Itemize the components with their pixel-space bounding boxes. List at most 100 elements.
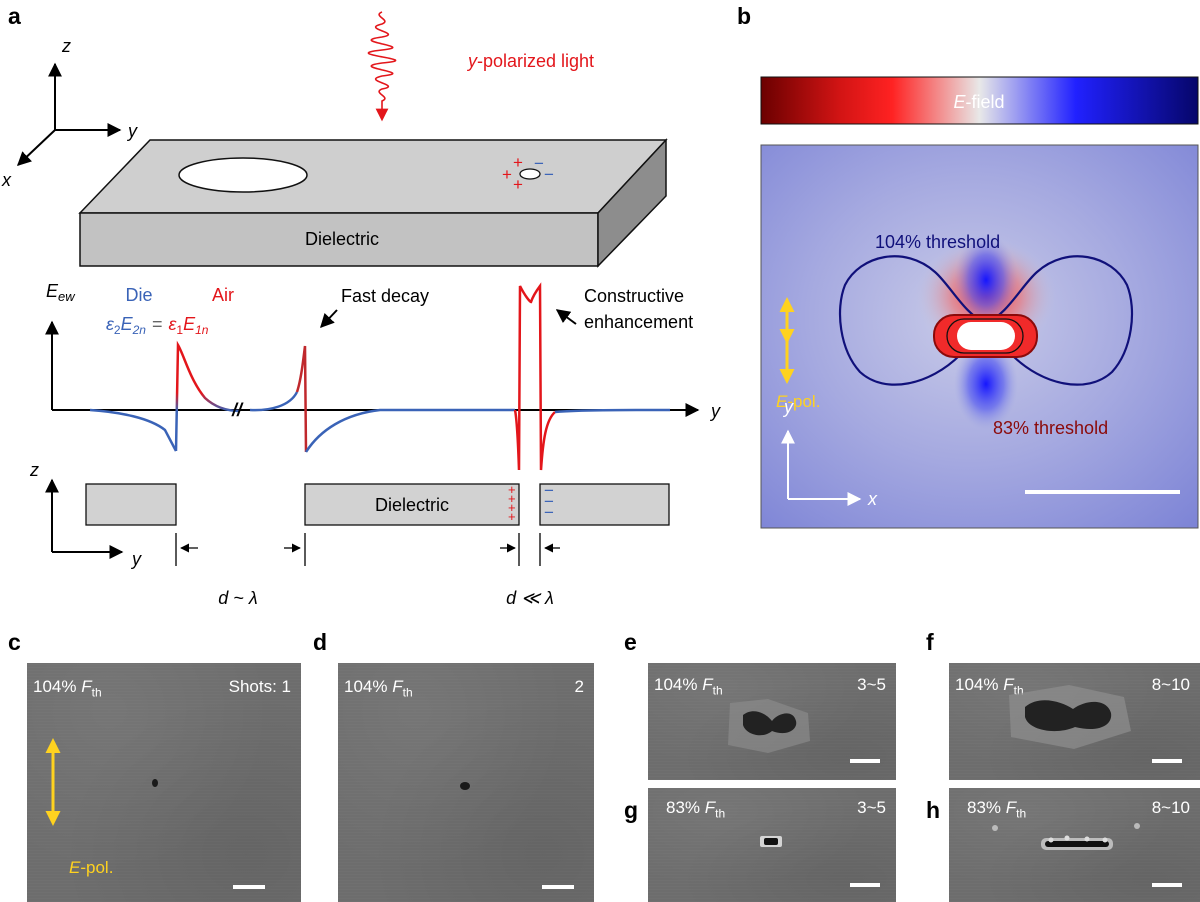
axis-break-mark: // xyxy=(231,400,244,420)
sem-f-scalebar xyxy=(1152,759,1182,763)
air-label: Air xyxy=(212,285,234,305)
axis3d-y-label: y xyxy=(126,121,138,141)
field-curve-mid-decay xyxy=(304,408,515,453)
field-plot: Eew y Die Air ε2E2n=ε1E1n Fast decay Con… xyxy=(45,281,721,471)
fast-decay-label: Fast decay xyxy=(341,286,429,306)
field-curve-right-blue xyxy=(554,408,671,414)
sem-c-pol-label: E-pol. xyxy=(69,858,114,877)
cs-z-label: z xyxy=(29,460,39,480)
cs-minus-3: − xyxy=(544,503,554,522)
fast-decay-arrow xyxy=(320,309,338,329)
sem-f-marks xyxy=(1009,685,1131,749)
sem-panel-e: 104% Fth 3~5 xyxy=(648,663,896,780)
field-curve-left-jump xyxy=(174,340,241,452)
sem-g-fluence: 83% Fth xyxy=(666,798,726,821)
sem-d-marks xyxy=(460,782,470,790)
sem-f-fluence: 104% Fth xyxy=(955,675,1024,698)
sem-c-fluence: 104% Fth xyxy=(33,677,102,700)
sem-h-hole xyxy=(1045,841,1109,847)
colorbar xyxy=(760,76,1199,125)
sem-e-shots: 3~5 xyxy=(857,675,886,694)
svg-text:E-pol.: E-pol. xyxy=(776,392,820,411)
sem-panel-c: 104% Fth Shots: 1 E-pol. xyxy=(27,663,301,902)
sem-g-marks xyxy=(760,836,782,847)
sem-c-hole xyxy=(152,779,158,787)
cs-block-middle xyxy=(304,483,520,526)
panel-label-e: e xyxy=(624,629,637,655)
field-map: 104% threshold 83% threshold E-pol. y x xyxy=(760,144,1199,529)
sem-e-scalebar xyxy=(850,759,880,763)
constructive-arrow xyxy=(555,309,577,325)
sem-g-hole xyxy=(764,838,778,845)
cross-section: z y Dielectric + + + + − − − d ~ λ d ≪ λ xyxy=(29,460,670,608)
sem-e-marks xyxy=(728,699,810,753)
light-label-y: y xyxy=(466,51,478,71)
sem-d-shots: 2 xyxy=(574,677,584,696)
sem-f-shots: 8~10 xyxy=(1151,675,1190,694)
cs-minus-1: − xyxy=(544,481,554,500)
field-curve-gap xyxy=(513,282,556,471)
sem-h-marks xyxy=(992,823,1140,850)
b-axis-x: x xyxy=(867,489,878,509)
b-axis-y: y xyxy=(782,397,794,417)
panel-label-g: g xyxy=(624,797,638,823)
slab-label: Dielectric xyxy=(305,229,379,249)
b-pol-rest: -pol. xyxy=(787,392,820,411)
axis3d-z-label: z xyxy=(61,36,71,56)
sem-g-shots: 3~5 xyxy=(857,798,886,817)
axes-3d: z y x xyxy=(1,36,138,190)
sem-d-hole xyxy=(460,782,470,790)
sem-g-scalebar xyxy=(850,883,880,887)
constructive-label-2: enhancement xyxy=(584,312,693,332)
sem-d-scalebar xyxy=(542,885,574,889)
sem-panel-g: 83% Fth 3~5 xyxy=(648,788,896,902)
panel-label-b: b xyxy=(737,3,751,29)
cs-plus-3: + xyxy=(508,500,516,515)
ylabel-E: E xyxy=(46,281,59,301)
charge-plus-1: + xyxy=(513,153,523,172)
charge-minus-2: − xyxy=(544,165,554,184)
svg-text:E-field: E-field xyxy=(953,92,1004,112)
axis3d-x-label: x xyxy=(1,170,12,190)
light-pulse: y-polarized light xyxy=(367,11,594,122)
sem-c-scalebar xyxy=(233,885,265,889)
charge-plus-3: + xyxy=(513,175,523,194)
panel-label-c: c xyxy=(8,629,21,655)
panel-label-a: a xyxy=(8,3,21,29)
die-label: Die xyxy=(125,285,152,305)
cs-y-label: y xyxy=(130,549,142,569)
sem-h-shots: 8~10 xyxy=(1151,798,1190,817)
charge-minus-1: − xyxy=(534,154,544,173)
sem-d-fluence: 104% Fth xyxy=(344,677,413,700)
cs-plus-4: + xyxy=(508,509,516,524)
cs-block-left xyxy=(85,483,177,526)
panel-label-f: f xyxy=(926,629,934,655)
sem-h-scalebar xyxy=(1152,883,1182,887)
svg-text:Eew: Eew xyxy=(46,281,76,304)
charge-plus-2: + xyxy=(502,165,512,184)
sem-h-fluence: 83% Fth xyxy=(967,798,1027,821)
colorbar-label-rest: -field xyxy=(966,92,1005,112)
contour-104-label: 104% threshold xyxy=(875,232,1000,252)
sem-panel-h: 83% Fth 8~10 xyxy=(949,788,1200,902)
constructive-label-1: Constructive xyxy=(584,286,684,306)
cs-block-right xyxy=(539,483,670,526)
d-large-label: d ~ λ xyxy=(218,588,257,608)
plot-x-label: y xyxy=(709,401,721,421)
light-label-rest: -polarized light xyxy=(477,51,594,71)
svg-text:y-polarized light: y-polarized light xyxy=(466,51,594,71)
sem-f-hole xyxy=(1025,700,1112,732)
panel-label-h: h xyxy=(926,797,940,823)
field-curve-mid-blue xyxy=(249,391,299,412)
sem-panel-d: 104% Fth 2 xyxy=(338,663,594,902)
contour-83-label: 83% threshold xyxy=(993,418,1108,438)
cs-plus-1: + xyxy=(508,482,516,497)
sem-e-fluence: 104% Fth xyxy=(654,675,723,698)
small-hole xyxy=(519,168,541,180)
panel-label-d: d xyxy=(313,629,327,655)
field-curve-mid-peak xyxy=(295,345,308,453)
sem-c-marks xyxy=(45,738,158,826)
boundary-equation: ε2E2n=ε1E1n xyxy=(106,314,209,337)
sem-panel-f: 104% Fth 8~10 xyxy=(949,663,1200,780)
